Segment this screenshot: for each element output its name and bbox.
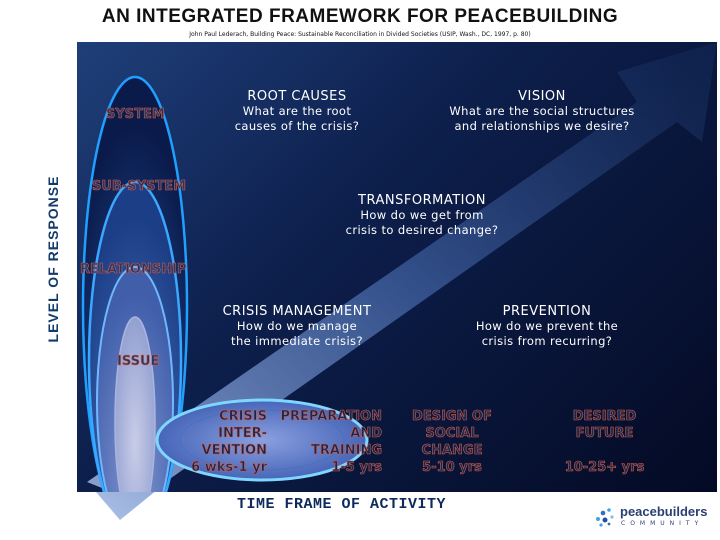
logo-name: peacebuilders — [620, 504, 708, 519]
timeframe-design: DESIGN OF SOCIAL CHANGE 5-10 yrs — [397, 408, 507, 476]
vision-line2: and relationships we desire? — [454, 119, 630, 133]
logo-subtitle: COMMUNITY — [621, 520, 704, 527]
transformation-line1: How do we get from — [360, 208, 484, 222]
timeframe-ellipse-inner — [179, 409, 345, 471]
preparation-line3: TRAINING — [310, 443, 383, 459]
preparation-line4: 1-5 yrs — [331, 460, 382, 476]
x-axis-label: TIME FRAME OF ACTIVITY — [237, 496, 447, 513]
design-line2: SOCIAL — [425, 426, 479, 442]
design-line1: DESIGN OF — [412, 409, 492, 425]
design-line4: 5-10 yrs — [422, 460, 482, 476]
dove-dots-icon — [596, 508, 614, 527]
level-subsystem: SUB-SYSTEM — [92, 179, 187, 195]
page-title: AN INTEGRATED FRAMEWORK FOR PEACEBUILDIN… — [101, 6, 619, 27]
crisis-management-line2: the immediate crisis? — [231, 334, 363, 348]
arrow-shape — [87, 42, 717, 492]
diagram-panel: ROOT CAUSES What are the root causes of … — [77, 42, 717, 492]
level-issue: ISSUE — [117, 354, 160, 370]
future-line1: DESIRED — [572, 409, 637, 425]
root-causes-line2: causes of the crisis? — [234, 119, 360, 133]
future-line2: FUTURE — [575, 426, 634, 442]
prevention-line2: crisis from recurring? — [481, 334, 613, 348]
ellipse-issue — [114, 316, 156, 492]
citation: John Paul Lederach, Building Peace: Sust… — [189, 31, 531, 38]
transformation-block: TRANSFORMATION How do we get from crisis… — [322, 193, 522, 238]
future-line-gap — [537, 442, 672, 459]
level-system: SYSTEM — [106, 107, 165, 123]
root-causes-heading: ROOT CAUSES — [247, 89, 347, 104]
future-line3: 10-25+ yrs — [564, 460, 645, 476]
prevention-heading: PREVENTION — [502, 304, 592, 319]
crisis-intervention-line1: CRISIS — [219, 409, 268, 425]
crisis-intervention-line4: 6 wks-1 yr — [191, 460, 267, 476]
preparation-line1: PREPARATION — [280, 409, 382, 425]
timeframe-future: DESIRED FUTURE 10-25+ yrs — [537, 408, 672, 476]
prevention-block: PREVENTION How do we prevent the crisis … — [447, 304, 647, 349]
crisis-intervention-line3: VENTION — [201, 443, 267, 459]
timeframe-preparation: PREPARATION AND TRAINING 1-5 yrs — [267, 408, 382, 476]
preparation-line2: AND — [350, 426, 382, 442]
timeframe-crisis-intervention: CRISIS INTER- VENTION 6 wks-1 yr — [162, 408, 267, 476]
vision-heading: VISION — [518, 89, 566, 104]
crisis-management-block: CRISIS MANAGEMENT How do we manage the i… — [197, 304, 397, 349]
vision-line1: What are the social structures — [449, 104, 635, 118]
transformation-heading: TRANSFORMATION — [358, 193, 486, 208]
root-causes-block: ROOT CAUSES What are the root causes of … — [217, 89, 377, 134]
level-relationship: RELATIONSHIP — [80, 262, 187, 278]
design-line3: CHANGE — [421, 443, 483, 459]
timeframe-ellipse — [155, 398, 369, 482]
crisis-management-heading: CRISIS MANAGEMENT — [222, 304, 372, 319]
crisis-management-line1: How do we manage — [236, 319, 358, 333]
vision-block: VISION What are the social structures an… — [432, 89, 652, 134]
peacebuilders-logo: peacebuilders COMMUNITY — [590, 502, 720, 534]
diagram-background — [81, 42, 717, 492]
transformation-line2: crisis to desired change? — [345, 223, 499, 237]
prevention-line1: How do we prevent the — [475, 319, 619, 333]
root-causes-line1: What are the root — [242, 104, 352, 118]
crisis-intervention-line2: INTER- — [218, 426, 267, 442]
